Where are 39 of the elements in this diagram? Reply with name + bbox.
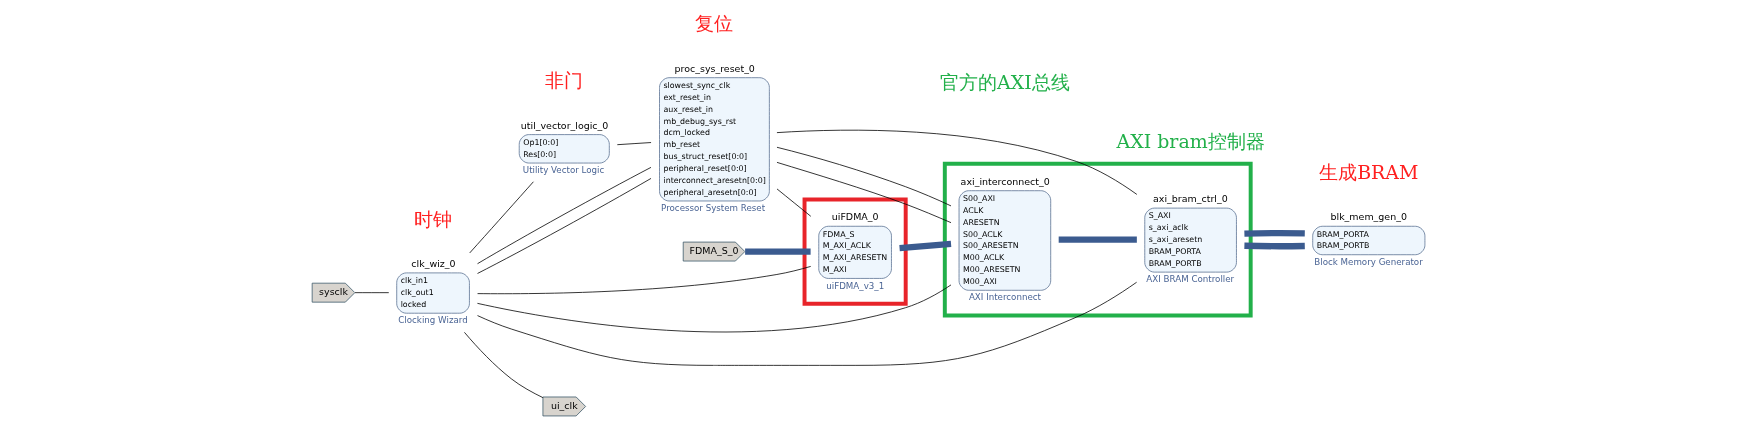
label: 时钟 (414, 208, 453, 231)
connector (477, 266, 812, 295)
node-label: AXI BRAM Controller (1146, 274, 1235, 285)
connector (776, 188, 812, 217)
node-label: uiFDMA_v3_1 (826, 280, 885, 291)
connector (469, 181, 534, 254)
node-label: clk_wiz_0 (411, 258, 456, 270)
node-label: blk_mem_gen_0 (1330, 211, 1407, 223)
cluster (942, 161, 1253, 318)
label: 官方的AXI总线 (940, 70, 1070, 93)
label: 生成BRAM (1319, 161, 1419, 184)
connector (477, 166, 652, 265)
label: 非门 (545, 69, 584, 92)
node-label: Clocking Wizard (398, 315, 468, 326)
connector (477, 284, 952, 333)
connector (776, 161, 952, 224)
node-label: Utility Vector Logic (522, 165, 605, 176)
node-label: util_vector_logic_0 (520, 119, 609, 131)
node-label: uiFDMA_0 (831, 211, 879, 223)
connector (464, 331, 544, 399)
connector (616, 142, 652, 146)
node-label: AXI Interconnect (968, 292, 1041, 303)
connector (1244, 242, 1305, 250)
label: AXI bram控制器 (1116, 130, 1265, 153)
cluster (802, 197, 908, 306)
connector (776, 129, 1138, 195)
connector (745, 248, 811, 255)
node-label: proc_sys_reset_0 (674, 62, 755, 74)
connector (899, 240, 952, 252)
label: 复位 (695, 12, 734, 35)
node-label: Processor System Reset (661, 203, 766, 214)
connector (477, 178, 652, 274)
node-label: axi_bram_ctrl_0 (1153, 193, 1228, 205)
connector (354, 292, 390, 294)
node-label: axi_interconnect_0 (960, 175, 1050, 187)
connector (477, 281, 1138, 366)
node-label: Block Memory Generator (1314, 256, 1423, 267)
connector (776, 146, 952, 207)
connector (1244, 230, 1305, 237)
